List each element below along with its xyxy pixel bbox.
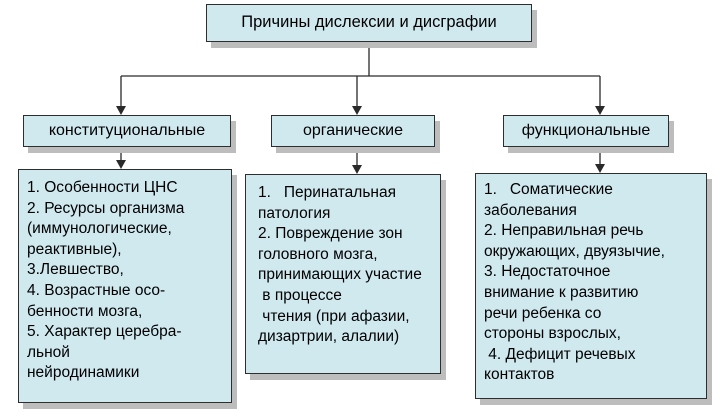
- list-line: бенности мозга,: [27, 302, 143, 320]
- list-functional: 1. Соматические заболевания 2. Неправиль…: [475, 173, 707, 399]
- category-label: конституциональные: [48, 122, 206, 139]
- list-line: 3. Недостаточное: [484, 263, 611, 281]
- category-label: функциональные: [521, 122, 651, 139]
- list-line: реактивные),: [27, 240, 122, 258]
- list-line: 1. Перинатальная: [258, 184, 396, 201]
- category-organic: органические: [271, 115, 435, 147]
- list-line: патология: [258, 204, 331, 222]
- list-line: головного мозга,: [258, 245, 378, 263]
- list-line: 3.Левшество,: [27, 261, 124, 279]
- list-line: 4. Возрастные осо-: [27, 281, 166, 299]
- list-line: дизартрии, алалии): [258, 328, 400, 346]
- list-line: 2. Неправильная речь: [484, 222, 644, 240]
- list-line: стороны взрослых,: [484, 325, 621, 343]
- list-line: контактов: [484, 366, 555, 384]
- category-label: органические: [302, 122, 404, 139]
- diagram-title-box: Причины дислексии и дисграфии: [206, 4, 532, 42]
- list-line: чтения (при афазии,: [258, 307, 410, 325]
- list-line: нейродинамики: [27, 364, 140, 382]
- list-line: речи ребенка со: [484, 304, 602, 322]
- list-line: льной: [27, 343, 70, 361]
- category-functional: функциональные: [503, 115, 669, 147]
- list-line: окружающих, двуязычие,: [484, 242, 665, 260]
- list-line: заболевания: [484, 201, 577, 219]
- list-line: в процессе: [258, 286, 342, 304]
- diagram-title: Причины дислексии и дисграфии: [241, 13, 497, 31]
- list-line: 1. Соматические: [484, 181, 613, 198]
- list-line: 2. Ресурсы организма: [27, 199, 185, 217]
- list-line: 2. Повреждение зон: [258, 225, 403, 243]
- category-constitutional: конституциональные: [23, 115, 231, 147]
- list-line: 1. Особенности ЦНС: [27, 179, 178, 196]
- list-line: 4. Дефицит речевых: [484, 345, 636, 363]
- list-line: (иммунологические,: [27, 220, 172, 238]
- list-constitutional: 1. Особенности ЦНС 2. Ресурсы организма …: [18, 169, 232, 403]
- list-line: 5. Характер церебра-: [27, 323, 182, 341]
- list-line: внимание к развитию: [484, 283, 639, 301]
- list-line: принимающих участие: [258, 266, 422, 284]
- list-organic: 1. Перинатальная патология 2. Повреждени…: [245, 174, 441, 374]
